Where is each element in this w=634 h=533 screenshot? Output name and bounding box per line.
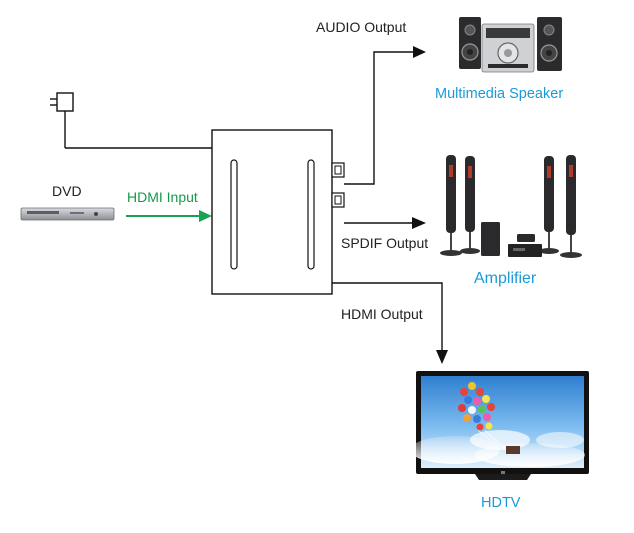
- spdif-output-arrow: [344, 217, 426, 229]
- dvd-player-icon: [20, 207, 115, 221]
- balloons-icon: [458, 382, 520, 454]
- tower-speaker-icon: [560, 155, 582, 258]
- hdmi-input-arrow: [126, 210, 212, 222]
- tower-speaker-icon: [460, 156, 480, 254]
- subwoofer-icon: [481, 222, 500, 256]
- power-adapter-icon: [50, 92, 74, 148]
- tower-speaker-icon: [440, 155, 462, 256]
- home-theater-icon: [440, 155, 582, 258]
- multimedia-speaker-label: Multimedia Speaker: [435, 86, 564, 102]
- hdmi-output-label: HDMI Output: [341, 306, 423, 322]
- converter-box-icon: [211, 129, 345, 295]
- tv-icon: [410, 371, 589, 480]
- dvd-label: DVD: [52, 183, 82, 199]
- spdif-output-label: SPDIF Output: [341, 235, 429, 251]
- speaker-icon: [459, 17, 562, 73]
- audio-output-line: [344, 46, 426, 185]
- hdmi-input-label: HDMI Input: [127, 189, 198, 205]
- hdmi-output-line: [332, 282, 448, 364]
- amplifier-label: Amplifier: [474, 270, 537, 287]
- audio-output-label: AUDIO Output: [316, 19, 407, 35]
- hdtv-label: HDTV: [481, 495, 521, 511]
- tower-speaker-icon: [539, 156, 559, 254]
